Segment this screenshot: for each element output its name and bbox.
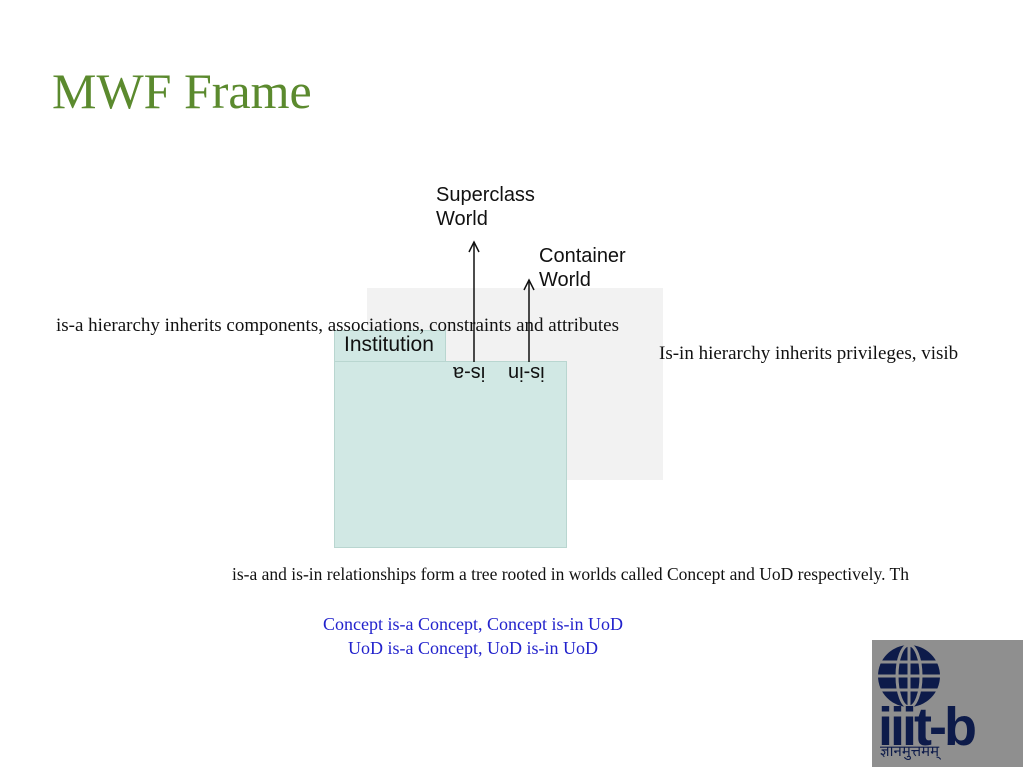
iiitb-logo: iiit-b ज्ञानमुत्तमम् (872, 640, 1023, 767)
container-label-line1: Container (539, 245, 626, 267)
logo-text: iiit-b (878, 697, 977, 757)
logo-motto: ज्ञानमुत्तमम् (880, 742, 940, 760)
container-label-line2: World (539, 269, 591, 291)
institution-box (334, 361, 567, 548)
institution-box-tab (334, 330, 446, 362)
isa-label: is-a (453, 362, 486, 384)
relationships-text: is-a and is-in relationships form a tree… (232, 564, 909, 584)
superclass-world-label: Superclass World (436, 183, 535, 231)
concept-line: Concept is-a Concept, Concept is-in UoD (323, 614, 623, 634)
uod-line: UoD is-a Concept, UoD is-in UoD (348, 638, 598, 658)
superclass-label-line2: World (436, 208, 488, 230)
superclass-label-line1: Superclass (436, 184, 535, 206)
institution-label: Institution (344, 333, 434, 356)
isa-hierarchy-text: is-a hierarchy inherits components, asso… (56, 315, 619, 336)
isa-arrow (468, 240, 480, 362)
isin-label: is-in (508, 362, 545, 384)
page-title: MWF Frame (52, 63, 312, 119)
isin-hierarchy-text: Is-in hierarchy inherits privileges, vis… (659, 343, 959, 364)
globe-icon (878, 643, 940, 709)
container-world-label: Container World (539, 244, 626, 292)
isin-arrow (523, 278, 535, 362)
